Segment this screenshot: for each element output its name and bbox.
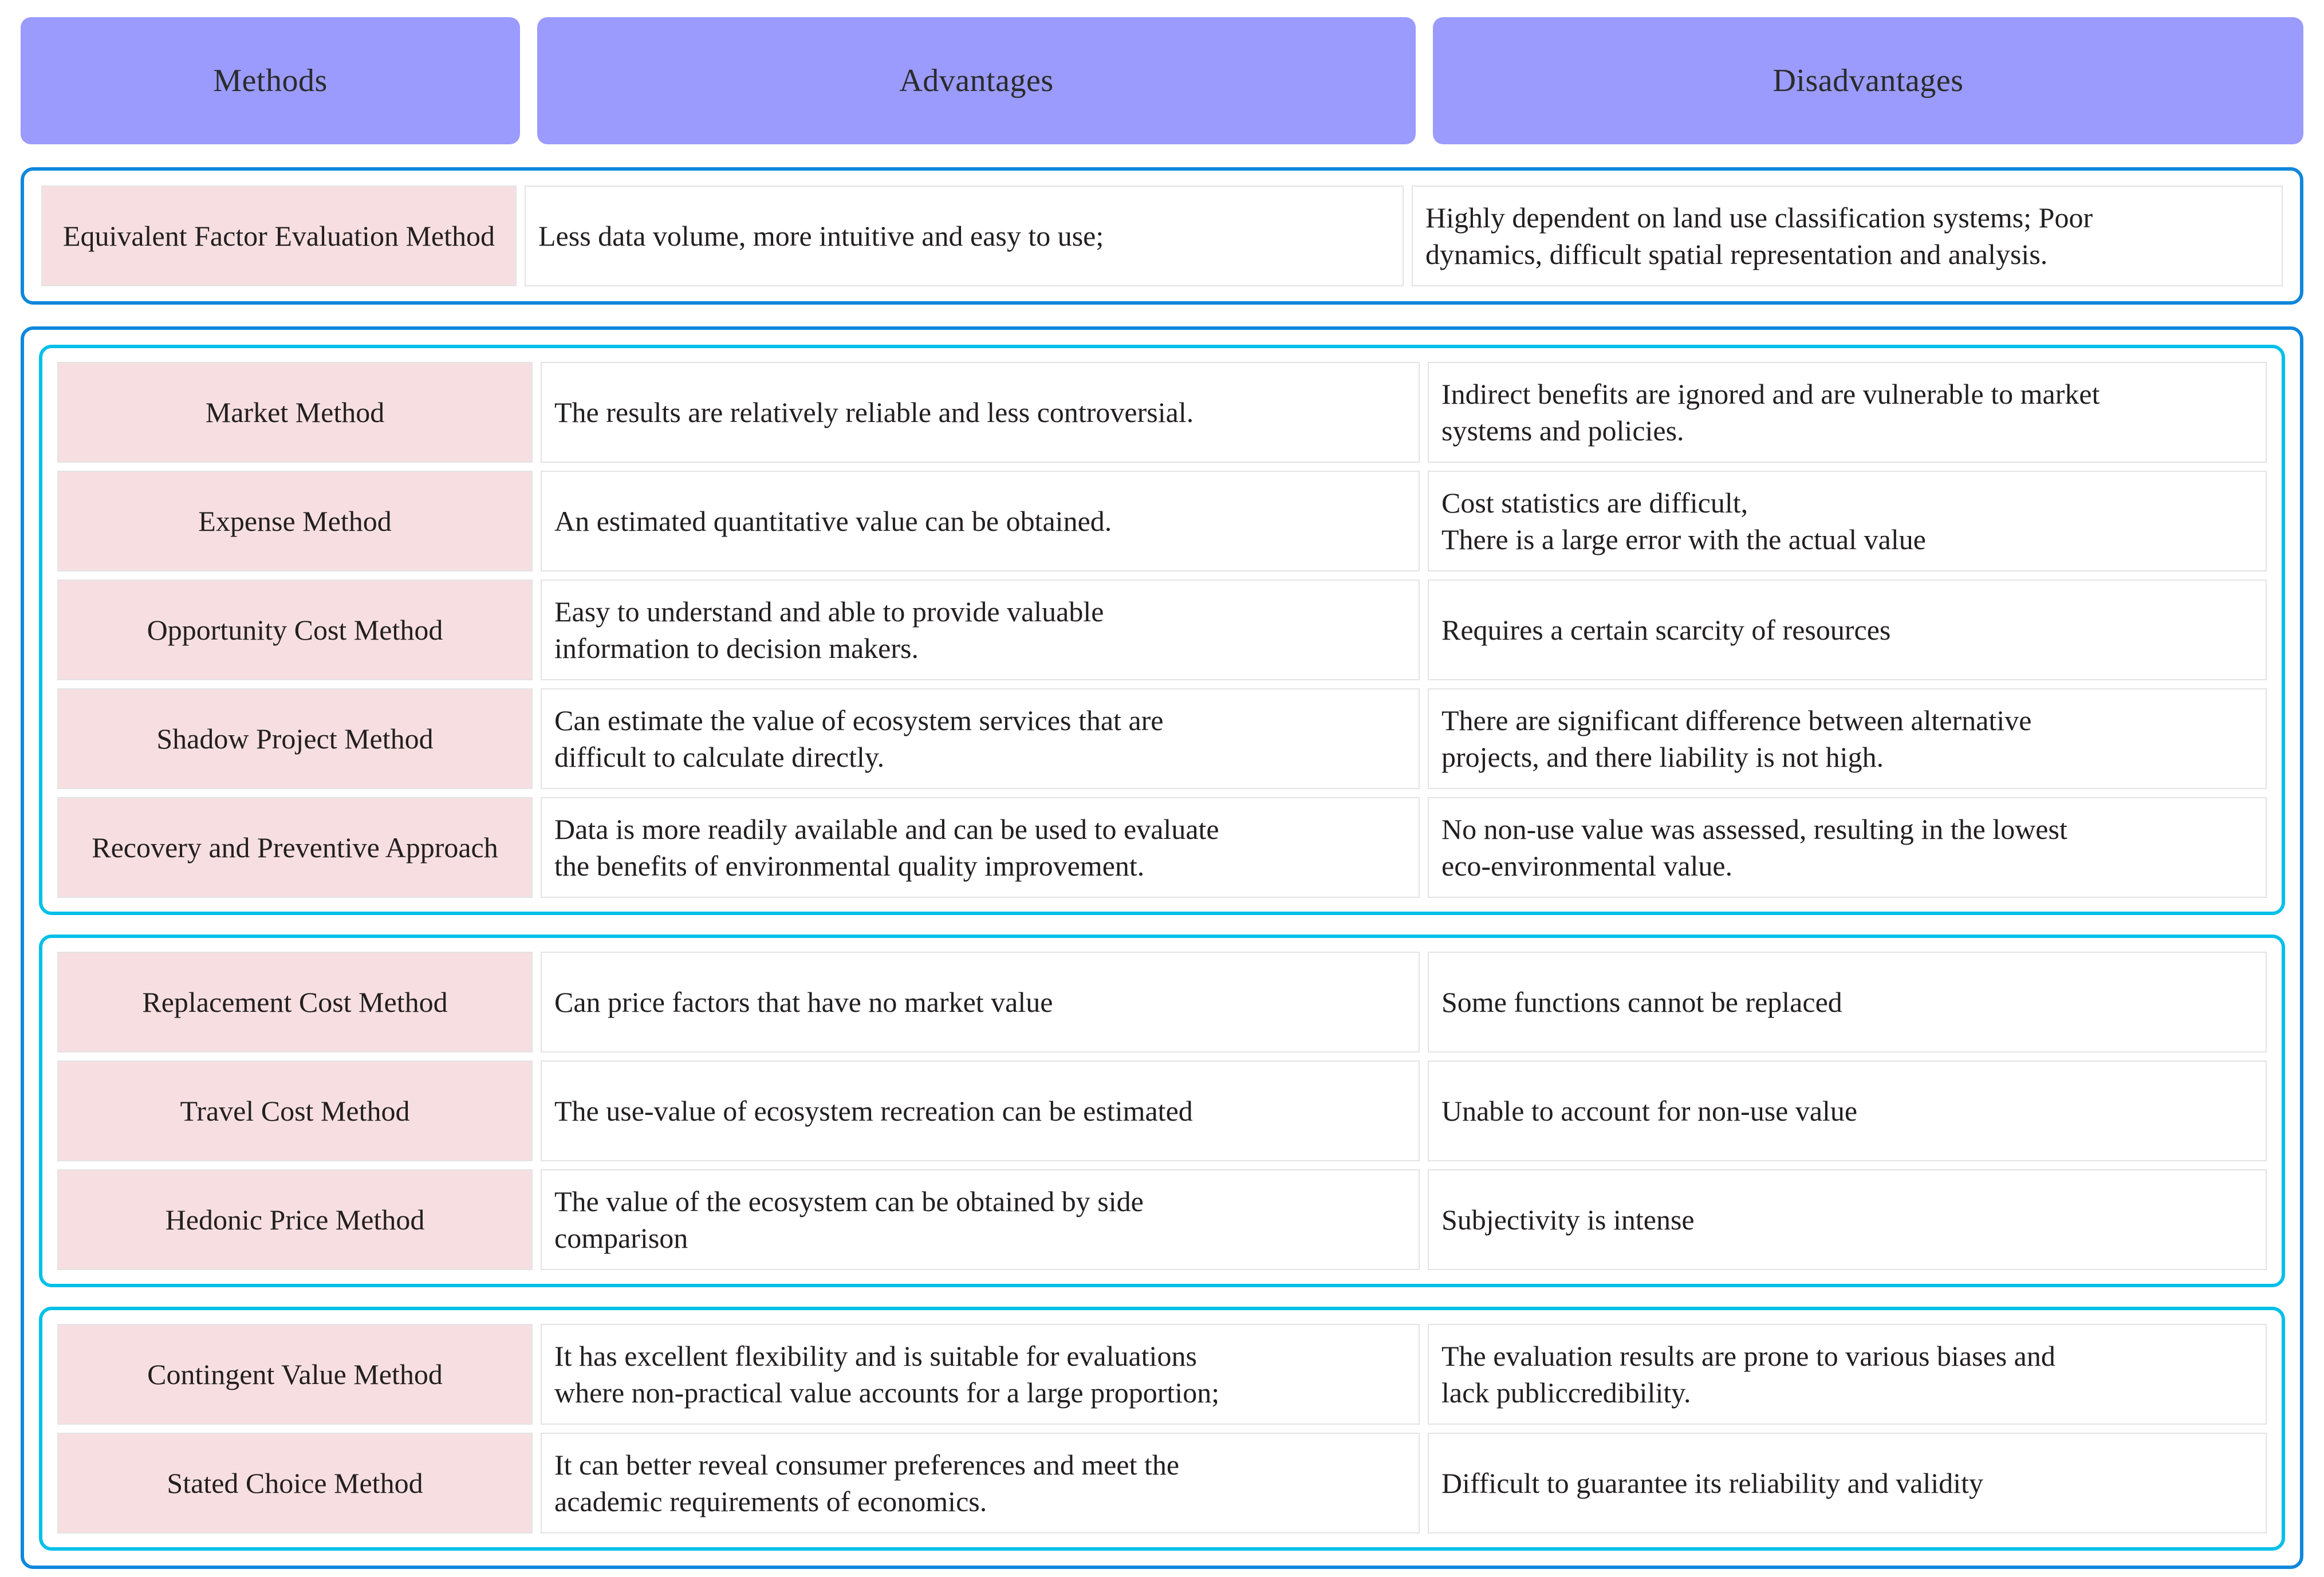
table-row: Shadow Project Method Can estimate the va… [57, 688, 2267, 789]
advantages-cell: Data is more readily available and can b… [541, 797, 1420, 898]
column-header-disadvantages: Disadvantages [1433, 17, 2303, 144]
disadvantages-cell: The evaluation results are prone to vari… [1428, 1324, 2267, 1425]
advantages-line: comparison [554, 1222, 688, 1254]
disadvantages-cell: Highly dependent on land use classificat… [1412, 186, 2283, 286]
advantages-cell: Easy to understand and able to provide v… [541, 579, 1420, 680]
column-header-advantages: Advantages [537, 17, 1416, 144]
group-direct-market: Market Method The results are relatively … [39, 345, 2285, 915]
table-row: Hedonic Price Method The value of the eco… [57, 1169, 2267, 1270]
group-substitute-market: Replacement Cost Method Can price factors… [39, 935, 2285, 1287]
advantages-line: Can price factors that have no market va… [554, 986, 1053, 1018]
method-cell: Equivalent Factor Evaluation Method [41, 186, 517, 286]
disadvantages-line: Cost statistics are difficult, [1441, 487, 1748, 519]
advantages-cell: The use-value of ecosystem recreation ca… [541, 1060, 1420, 1161]
disadvantages-line: Some functions cannot be replaced [1441, 986, 1842, 1018]
disadvantages-cell: There are significant difference between… [1428, 688, 2267, 789]
disadvantages-line: Subjectivity is intense [1441, 1204, 1695, 1236]
advantages-line: Can estimate the value of ecosystem serv… [554, 704, 1164, 736]
table-row: Stated Choice Method It can better reveal… [57, 1433, 2267, 1533]
table-row: Market Method The results are relatively … [57, 362, 2267, 463]
advantages-line: where non-practical value accounts for a… [554, 1377, 1220, 1409]
disadvantages-line: lack publiccredibility. [1441, 1377, 1691, 1409]
advantages-line: The use-value of ecosystem recreation ca… [554, 1095, 1193, 1127]
disadvantages-line: Indirect benefits are ignored and are vu… [1441, 378, 2100, 410]
advantages-line: It can better reveal consumer preference… [554, 1449, 1180, 1481]
table-row: Travel Cost Method The use-value of ecosy… [57, 1060, 2267, 1161]
column-header-methods-label: Methods [213, 63, 328, 98]
advantages-line: Less data volume, more intuitive and eas… [538, 220, 1104, 252]
advantages-cell: It can better reveal consumer preference… [541, 1433, 1420, 1533]
table-row: Opportunity Cost Method Easy to understan… [57, 579, 2267, 680]
disadvantages-line: systems and policies. [1441, 415, 1684, 447]
table-row: Recovery and Preventive Approach Data is … [57, 797, 2267, 898]
advantages-cell: Can estimate the value of ecosystem serv… [541, 688, 1420, 789]
advantages-line: The value of the ecosystem can be obtain… [554, 1185, 1144, 1217]
disadvantages-line: Highly dependent on land use classificat… [1425, 202, 2093, 234]
advantages-cell: The results are relatively reliable and … [541, 362, 1420, 463]
table-header: Methods Advantages Disadvantages [0, 0, 2324, 144]
disadvantages-line: Difficult to guarantee its reliability a… [1441, 1467, 1984, 1499]
group-substitute-market-rows: Replacement Cost Method Can price factors… [57, 952, 2267, 1270]
table-row: Replacement Cost Method Can price factors… [57, 952, 2267, 1052]
table-row: Expense Method An estimated quantitative … [57, 471, 2267, 571]
disadvantages-line: Unable to account for non-use value [1441, 1095, 1858, 1127]
advantages-line: Easy to understand and able to provide v… [554, 596, 1104, 628]
disadvantages-cell: No non-use value was assessed, resulting… [1428, 797, 2267, 898]
method-cell: Travel Cost Method [57, 1060, 533, 1161]
disadvantages-line: eco-environmental value. [1441, 850, 1733, 882]
disadvantages-cell: Subjectivity is intense [1428, 1169, 2267, 1270]
column-header-disadvantages-label: Disadvantages [1772, 63, 1964, 98]
group-equivalent-factor: Equivalent Factor Evaluation Method Less … [21, 167, 2303, 305]
method-cell: Expense Method [57, 471, 533, 571]
method-cell: Market Method [57, 362, 533, 463]
advantages-line: the benefits of environmental quality im… [554, 850, 1145, 882]
disadvantages-line: There are significant difference between… [1441, 704, 2032, 736]
group-equivalent-factor-rows: Equivalent Factor Evaluation Method Less … [41, 186, 2283, 286]
method-cell: Opportunity Cost Method [57, 579, 533, 680]
disadvantages-cell: Some functions cannot be replaced [1428, 952, 2267, 1052]
advantages-line: Data is more readily available and can b… [554, 813, 1219, 845]
disadvantages-cell: Requires a certain scarcity of resources [1428, 579, 2267, 680]
disadvantages-cell: Cost statistics are difficult, There is a… [1428, 471, 2267, 571]
disadvantages-line: dynamics, difficult spatial representati… [1425, 238, 2048, 270]
column-header-advantages-label: Advantages [899, 63, 1054, 98]
group-simulated-market: Contingent Value Method It has excellent … [39, 1307, 2285, 1551]
advantages-line: difficult to calculate directly. [554, 741, 885, 773]
disadvantages-line: projects, and there liability is not hig… [1441, 741, 1884, 773]
method-cell: Recovery and Preventive Approach [57, 797, 533, 898]
group-direct-market-rows: Market Method The results are relatively … [57, 362, 2267, 898]
advantages-cell: Less data volume, more intuitive and eas… [525, 186, 1404, 286]
advantages-line: It has excellent flexibility and is suit… [554, 1340, 1197, 1372]
group-simulated-market-rows: Contingent Value Method It has excellent … [57, 1324, 2267, 1533]
table-row: Contingent Value Method It has excellent … [57, 1324, 2267, 1425]
method-cell: Replacement Cost Method [57, 952, 533, 1052]
method-cell: Stated Choice Method [57, 1433, 533, 1533]
column-header-methods: Methods [21, 17, 520, 144]
disadvantages-line: The evaluation results are prone to vari… [1441, 1340, 2055, 1372]
advantages-cell: An estimated quantitative value can be o… [541, 471, 1420, 571]
method-cell: Shadow Project Method [57, 688, 533, 789]
method-cell: Contingent Value Method [57, 1324, 533, 1425]
disadvantages-cell: Indirect benefits are ignored and are vu… [1428, 362, 2267, 463]
disadvantages-line: There is a large error with the actual v… [1441, 523, 1926, 555]
disadvantages-cell: Unable to account for non-use value [1428, 1060, 2267, 1161]
advantages-line: The results are relatively reliable and … [554, 396, 1194, 428]
disadvantages-line: No non-use value was assessed, resulting… [1441, 813, 2067, 845]
disadvantages-line: Requires a certain scarcity of resources [1441, 614, 1891, 646]
advantages-line: information to decision makers. [554, 632, 919, 664]
advantages-line: academic requirements of economics. [554, 1485, 987, 1517]
table-row: Equivalent Factor Evaluation Method Less … [41, 186, 2283, 286]
disadvantages-cell: Difficult to guarantee its reliability a… [1428, 1433, 2267, 1533]
advantages-cell: The value of the ecosystem can be obtain… [541, 1169, 1420, 1270]
advantages-cell: It has excellent flexibility and is suit… [541, 1324, 1420, 1425]
value-method-wrapper: Market Method The results are relatively … [21, 326, 2303, 1569]
advantages-cell: Can price factors that have no market va… [541, 952, 1420, 1052]
advantages-line: An estimated quantitative value can be o… [554, 505, 1112, 537]
method-cell: Hedonic Price Method [57, 1169, 533, 1270]
